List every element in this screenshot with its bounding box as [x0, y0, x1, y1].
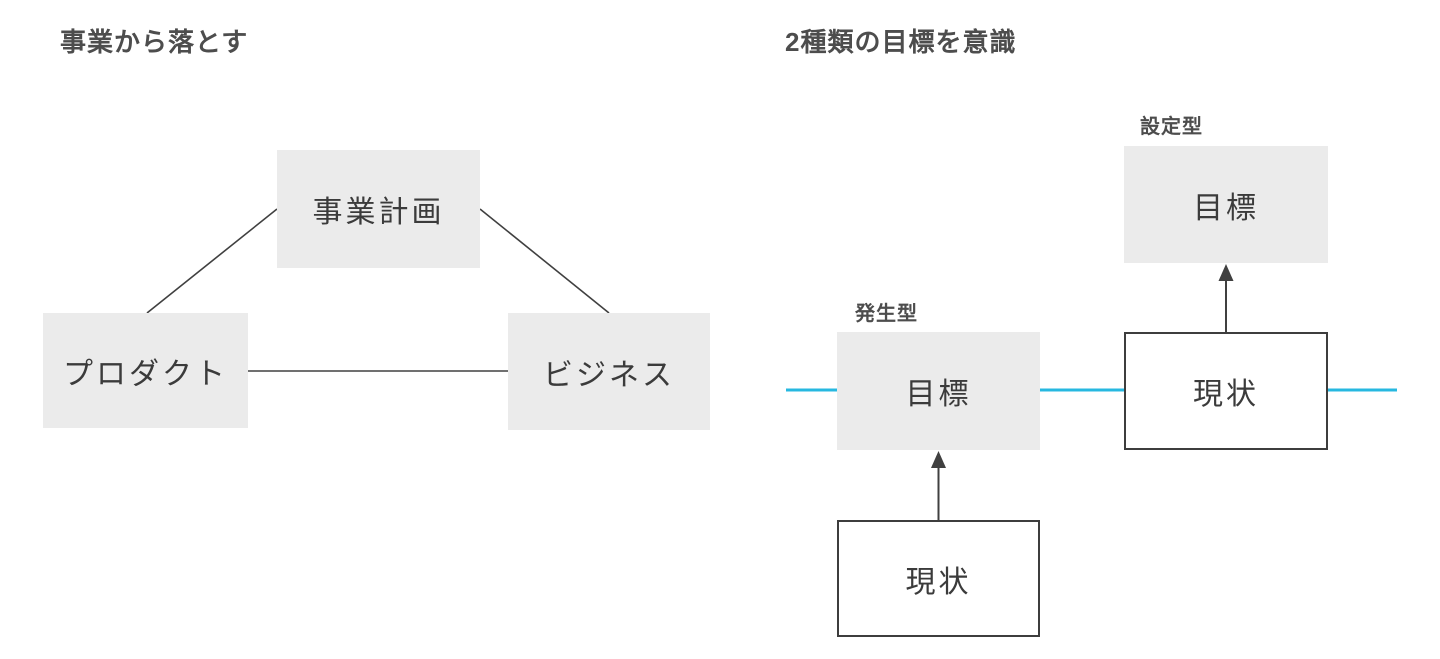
arrow-settei-head [1218, 264, 1234, 281]
label-hassei-type: 発生型 [855, 303, 918, 325]
label-settei-type: 設定型 [1140, 116, 1203, 138]
node-settei-goal: 目標 [1124, 146, 1328, 263]
connector-plan-product [146, 208, 278, 314]
node-product: プロダクト [43, 313, 248, 428]
connector-plan-business [479, 208, 610, 314]
left-diagram-title: 事業から落とす [60, 27, 249, 57]
node-business: ビジネス [508, 313, 710, 430]
node-hassei-current: 現状 [837, 520, 1040, 637]
node-hassei-goal: 目標 [837, 332, 1040, 450]
node-business-plan: 事業計画 [277, 150, 480, 268]
right-diagram-title: 2種類の目標を意識 [785, 27, 1017, 57]
node-settei-current: 現状 [1124, 332, 1328, 450]
arrow-hassei-head [931, 451, 946, 468]
